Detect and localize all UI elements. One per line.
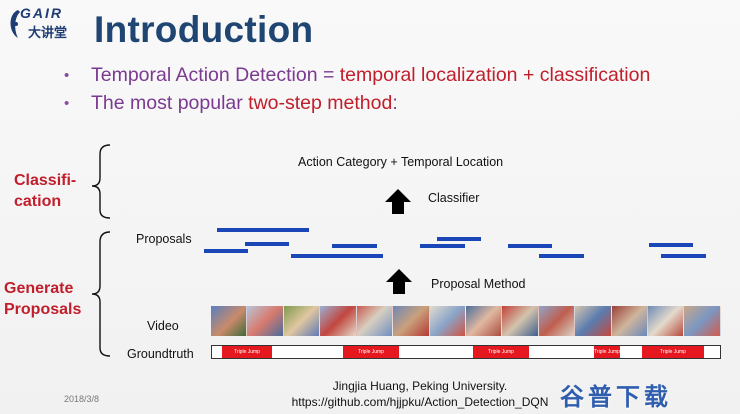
groundtruth-segment: Triple Jump: [642, 346, 704, 358]
proposal-bar: [291, 254, 383, 258]
slide-title: Introduction: [94, 9, 314, 50]
video-frame: [538, 306, 576, 336]
video-frame: [611, 306, 649, 336]
credit-url: https://github.com/hjjpku/Action_Detecti…: [291, 395, 549, 409]
video-frame: [575, 306, 612, 336]
video-frames-strip: [211, 306, 721, 336]
proposal-bar: [245, 242, 289, 246]
proposal-bar: [539, 254, 584, 258]
video-frame: [684, 306, 721, 336]
bullet-1-highlight: temporal localization + classification: [339, 64, 651, 86]
credit-author: Jingjia Huang, Peking University.: [332, 379, 508, 393]
groundtruth-segment: Triple Jump: [473, 346, 529, 358]
label-classification: Classifi- cation: [14, 170, 76, 212]
proposal-bar: [420, 244, 465, 248]
action-category-text: Action Category + Temporal Location: [298, 155, 504, 169]
video-frame: [502, 306, 539, 336]
bullet-2-prefix: The most popular: [91, 92, 249, 114]
slide-date: 2018/3/8: [64, 394, 100, 404]
video-frame: [247, 306, 284, 336]
label-generate-proposals: Generate Proposals: [4, 278, 81, 320]
proposal-bar: [437, 237, 481, 241]
label-classification-line1: Classifi-: [14, 172, 77, 189]
bullet-2-suffix: :: [392, 92, 398, 114]
label-generate-line2: Proposals: [4, 301, 82, 318]
video-frame: [283, 306, 321, 336]
bullet-dot-icon: •: [64, 67, 70, 84]
classification-brace: [91, 144, 111, 219]
video-frame: [429, 306, 466, 336]
watermark: 谷普下载: [560, 384, 672, 411]
proposal-bar: [204, 249, 248, 253]
bullet-1-prefix: Temporal Action Detection =: [91, 64, 340, 86]
generate-brace: [91, 231, 111, 357]
brace-lines: [91, 144, 111, 357]
video-frame: [320, 306, 357, 336]
label-classification-line2: cation: [14, 193, 62, 210]
classifier-text: Classifier: [428, 191, 480, 205]
video-frame: [356, 306, 394, 336]
proposal-bar: [661, 254, 706, 258]
proposal-bar: [649, 243, 693, 247]
groundtruth-segment: Triple Jump: [343, 346, 399, 358]
video-text: Video: [147, 319, 179, 333]
bullet-dot-icon: •: [64, 95, 70, 112]
proposal-bar: [217, 228, 309, 232]
proposal-bar: [508, 244, 552, 248]
proposals-text: Proposals: [136, 232, 192, 246]
groundtruth-segment: Triple Jump: [222, 346, 272, 358]
gair-logo: GAIR 大讲堂: [6, 4, 78, 44]
proposal-method-text: Proposal Method: [431, 277, 526, 291]
groundtruth-segment: Triple Jump: [594, 346, 620, 358]
proposal-bar: [332, 244, 377, 248]
bullet-2-highlight: two-step method: [248, 92, 393, 114]
groundtruth-text: Groundtruth: [127, 347, 194, 361]
video-frame: [465, 306, 503, 336]
video-frame: [211, 306, 248, 336]
video-frame: [648, 306, 685, 336]
label-generate-line1: Generate: [4, 280, 74, 297]
groundtruth-bar: Triple Jump Triple Jump Triple Jump Trip…: [211, 345, 721, 359]
video-frame: [393, 306, 430, 336]
logo-brand: GAIR: [20, 5, 63, 21]
credit-block: Jingjia Huang, Peking University. https:…: [250, 378, 590, 410]
gair-logo-swirl-icon: [10, 10, 20, 38]
logo-cn: 大讲堂: [28, 25, 68, 40]
